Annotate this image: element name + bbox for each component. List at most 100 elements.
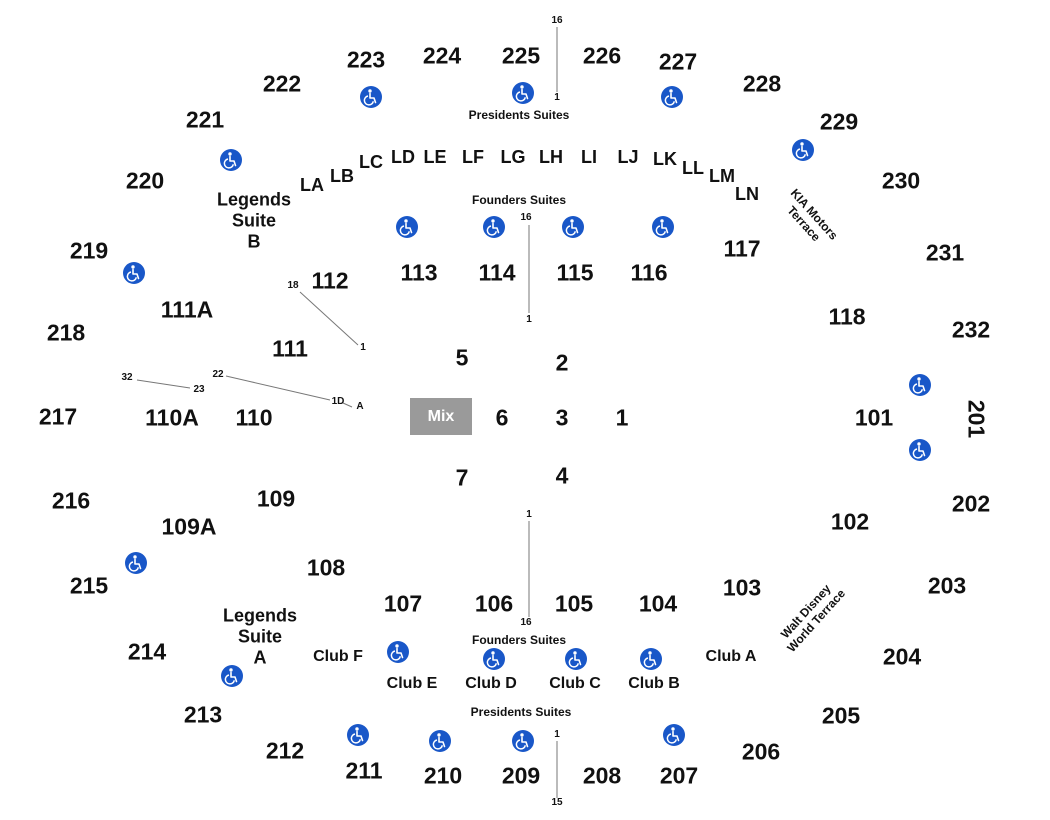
section-113[interactable]: 113 <box>400 259 438 286</box>
section-215[interactable]: 215 <box>69 572 109 599</box>
section-115[interactable]: 115 <box>556 259 594 286</box>
row-marker: 1D <box>331 396 345 407</box>
suite-row-lj[interactable]: LJ <box>617 147 639 167</box>
section-104[interactable]: 104 <box>638 590 678 617</box>
floor-section-3[interactable]: 3 <box>555 404 569 431</box>
suite-row-lf[interactable]: LF <box>462 147 484 167</box>
legends-suite-b[interactable]: Legends Suite B <box>217 190 291 253</box>
section-207[interactable]: 207 <box>659 762 699 789</box>
section-214[interactable]: 214 <box>127 638 167 665</box>
section-226[interactable]: 226 <box>582 42 622 69</box>
section-103[interactable]: 103 <box>722 574 762 601</box>
section-202[interactable]: 202 <box>951 490 991 517</box>
wheelchair-icon <box>429 730 451 752</box>
row-line-112 <box>299 291 359 346</box>
section-213[interactable]: 213 <box>183 701 223 728</box>
row-marker: 16 <box>520 617 532 628</box>
section-203[interactable]: 203 <box>927 572 967 599</box>
club-a[interactable]: Club A <box>705 648 757 665</box>
section-111[interactable]: 111 <box>272 335 308 362</box>
presidents-suites-bottom: Presidents Suites <box>470 705 572 719</box>
section-224[interactable]: 224 <box>422 42 462 69</box>
club-d[interactable]: Club D <box>465 675 517 692</box>
floor-section-6[interactable]: 6 <box>495 404 509 431</box>
wheelchair-icon <box>512 82 534 104</box>
suite-row-lc[interactable]: LC <box>359 152 383 172</box>
section-219[interactable]: 219 <box>69 237 109 264</box>
club-e[interactable]: Club E <box>386 675 438 692</box>
club-f[interactable]: Club F <box>313 648 363 665</box>
section-101[interactable]: 101 <box>854 404 894 431</box>
section-206[interactable]: 206 <box>741 738 781 765</box>
wheelchair-icon <box>221 665 243 687</box>
suite-row-lb[interactable]: LB <box>330 166 354 186</box>
floor-section-2[interactable]: 2 <box>555 349 569 376</box>
section-218[interactable]: 218 <box>46 319 86 346</box>
section-230[interactable]: 230 <box>881 167 921 194</box>
suite-row-lh[interactable]: LH <box>539 147 563 167</box>
section-229[interactable]: 229 <box>819 108 859 135</box>
suite-row-lm[interactable]: LM <box>709 166 735 186</box>
section-231[interactable]: 231 <box>925 239 965 266</box>
section-211[interactable]: 211 <box>345 757 383 784</box>
section-112[interactable]: 112 <box>311 267 349 294</box>
section-220[interactable]: 220 <box>125 167 165 194</box>
club-c[interactable]: Club C <box>549 675 601 692</box>
row-line-110a <box>136 379 191 389</box>
section-201[interactable]: 201 <box>963 399 990 439</box>
founders-suites-bottom: Founders Suites <box>471 633 567 647</box>
section-222[interactable]: 222 <box>262 70 302 97</box>
suite-row-li[interactable]: LI <box>581 147 597 167</box>
section-110a[interactable]: 110A <box>145 404 199 431</box>
wheelchair-icon <box>123 262 145 284</box>
section-116[interactable]: 116 <box>630 259 668 286</box>
suite-row-ld[interactable]: LD <box>391 147 415 167</box>
row-marker: 16 <box>551 15 563 26</box>
section-114[interactable]: 114 <box>478 259 516 286</box>
wheelchair-icon <box>483 648 505 670</box>
section-209[interactable]: 209 <box>501 762 541 789</box>
wheelchair-icon <box>220 149 242 171</box>
section-210[interactable]: 210 <box>423 762 463 789</box>
section-232[interactable]: 232 <box>951 316 991 343</box>
section-106[interactable]: 106 <box>474 590 514 617</box>
section-102[interactable]: 102 <box>830 508 870 535</box>
section-212[interactable]: 212 <box>265 737 305 764</box>
club-b[interactable]: Club B <box>628 675 680 692</box>
legends-suite-b-line2: Suite <box>231 210 277 231</box>
legends-suite-a[interactable]: Legends Suite A <box>223 606 297 669</box>
section-108[interactable]: 108 <box>306 554 346 581</box>
section-223[interactable]: 223 <box>346 46 386 73</box>
section-205[interactable]: 205 <box>821 702 861 729</box>
legends-suite-a-line3: A <box>253 647 267 668</box>
section-110[interactable]: 110 <box>235 404 273 431</box>
section-208[interactable]: 208 <box>582 762 622 789</box>
suite-row-le[interactable]: LE <box>423 147 447 167</box>
section-228[interactable]: 228 <box>742 70 782 97</box>
suite-row-la[interactable]: LA <box>300 175 324 195</box>
row-marker: 18 <box>287 280 299 291</box>
section-227[interactable]: 227 <box>658 48 698 75</box>
section-107[interactable]: 107 <box>383 590 423 617</box>
suite-row-ln[interactable]: LN <box>735 184 759 204</box>
section-117[interactable]: 117 <box>723 235 761 262</box>
wheelchair-icon <box>512 730 534 752</box>
suite-row-lg[interactable]: LG <box>500 147 526 167</box>
section-221[interactable]: 221 <box>185 106 225 133</box>
section-109[interactable]: 109 <box>256 485 296 512</box>
section-118[interactable]: 118 <box>828 303 866 330</box>
section-225[interactable]: 225 <box>501 42 541 69</box>
suite-row-lk[interactable]: LK <box>653 149 677 169</box>
section-111a[interactable]: 111A <box>160 296 214 323</box>
floor-section-1[interactable]: 1 <box>615 404 629 431</box>
section-105[interactable]: 105 <box>554 590 594 617</box>
section-216[interactable]: 216 <box>51 487 91 514</box>
section-109a[interactable]: 109A <box>161 513 217 540</box>
floor-section-4[interactable]: 4 <box>555 462 569 489</box>
section-217[interactable]: 217 <box>38 403 78 430</box>
suite-row-ll[interactable]: LL <box>682 158 704 178</box>
section-204[interactable]: 204 <box>882 643 922 670</box>
floor-section-5[interactable]: 5 <box>455 344 469 371</box>
floor-section-7[interactable]: 7 <box>455 464 469 491</box>
